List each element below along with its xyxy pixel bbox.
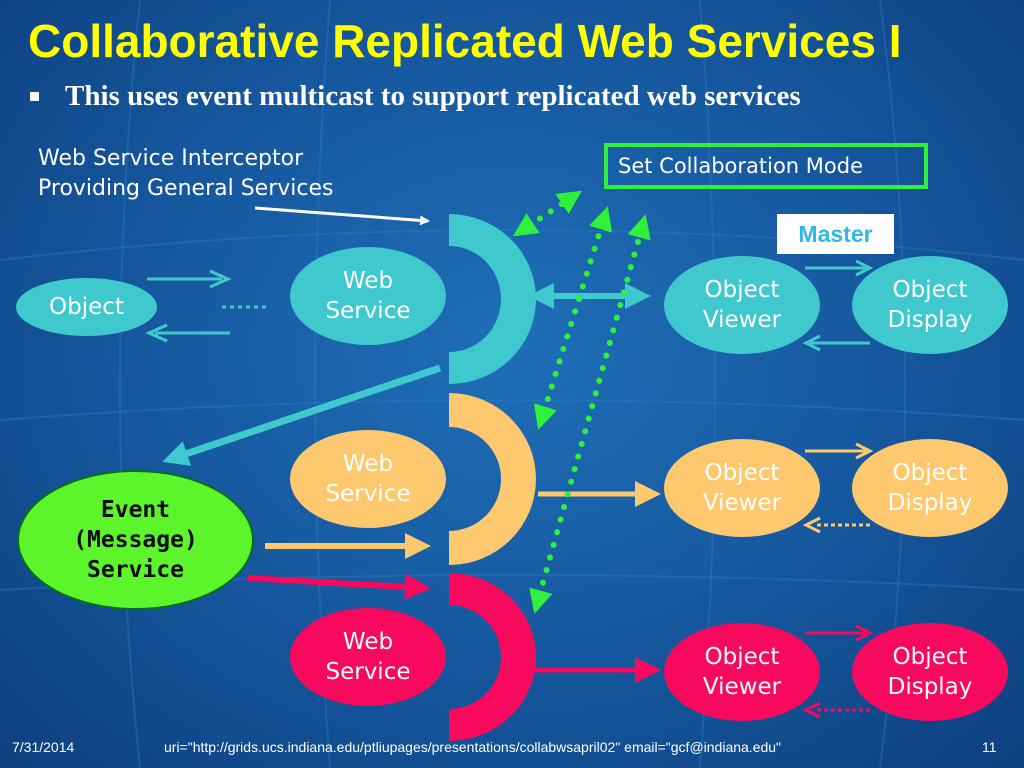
- collab-mode-dotted-arrow-3: [529, 214, 651, 614]
- object-label: Object: [49, 294, 124, 320]
- interceptor-label-line-1: Web Service Interceptor: [38, 146, 304, 171]
- event-message-service: Event (Message) Service: [17, 470, 254, 610]
- interceptor-pointer-arrow: [254, 206, 430, 226]
- bullet-text: This uses event multicast to support rep…: [65, 79, 801, 112]
- master-label: Master: [798, 220, 873, 247]
- master-tag: Master: [777, 214, 894, 254]
- cyan-viewer-to-display-arrow: [805, 259, 874, 277]
- service-to-object-arrow: [145, 323, 230, 343]
- object-viewer-pink: Object Viewer: [664, 623, 820, 721]
- cyan-display-to-viewer-arrow: [802, 334, 870, 352]
- object-to-service-arrow: [147, 269, 232, 289]
- interceptor-pink: [449, 573, 536, 741]
- web-service-cyan: Web Service: [290, 247, 446, 345]
- object-display-cyan: Object Display: [852, 256, 1008, 354]
- interceptor-label: Web Service Interceptor Providing Genera…: [38, 144, 333, 204]
- interceptor-label-line-2: Providing General Services: [38, 176, 334, 201]
- collab-mode-label: Set Collaboration Mode: [618, 154, 864, 178]
- interceptor-to-event-arrow: [162, 364, 442, 466]
- object-viewer-cyan: Object Viewer: [664, 256, 820, 354]
- event-to-pink-arrow: [247, 573, 431, 600]
- event-service-line-1: Event: [100, 497, 171, 523]
- orange-viewer-to-display-arrow: [805, 442, 874, 460]
- bullet-point: This uses event multicast to support rep…: [30, 78, 801, 114]
- object-display-pink: Object Display: [852, 623, 1008, 721]
- object-viewer-orange: Object Viewer: [664, 439, 820, 537]
- object-display-orange: Object Display: [852, 439, 1008, 537]
- web-service-pink: Web Service: [290, 608, 446, 706]
- interceptor-cyan: [449, 214, 536, 384]
- set-collaboration-mode-box: Set Collaboration Mode: [604, 143, 928, 189]
- footer-page-number: 11: [982, 739, 997, 755]
- interceptor-orange: [449, 393, 536, 565]
- slide-title: Collaborative Replicated Web Services I: [28, 15, 902, 67]
- footer-uri: uri="http://grids.ucs.indiana.edu/ptliup…: [164, 739, 782, 755]
- pink-viewer-to-display-arrow: [805, 624, 874, 642]
- collab-mode-dotted-arrow-1: [512, 190, 583, 237]
- footer-date: 7/31/2014: [12, 739, 75, 755]
- event-service-line-2: (Message): [73, 527, 198, 553]
- bullet-square-icon: [30, 91, 39, 101]
- object-ellipse: Object: [16, 278, 157, 336]
- web-service-orange: Web Service: [290, 430, 446, 528]
- event-service-line-3: Service: [87, 557, 184, 583]
